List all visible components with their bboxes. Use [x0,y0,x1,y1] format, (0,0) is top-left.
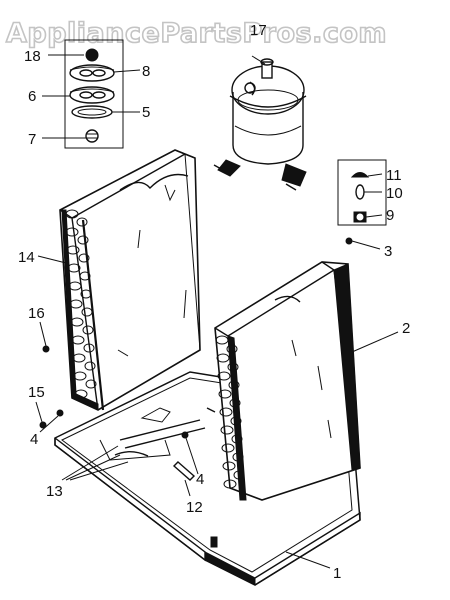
part-8-grommet [69,64,115,82]
callout-7: 7 [28,131,36,148]
part-11-cap [350,172,370,178]
watermark-text: AppliancePartsPros.com [6,18,387,49]
compressor [213,58,307,191]
callout-13: 13 [46,483,63,500]
callout-3: 3 [384,243,392,260]
callout-11: 11 [386,167,402,184]
part-16-screw [42,345,50,353]
callout-9: 9 [386,207,394,224]
callout-14: 14 [18,249,35,266]
callout-10: 10 [386,185,403,202]
callout-4-right: 4 [196,471,204,488]
small-parts-card [64,39,124,149]
callout-2: 2 [402,320,410,337]
callout-4-left: 4 [30,431,38,448]
callout-8: 8 [142,63,150,80]
callouts: 18 8 6 5 7 17 11 10 9 3 14 16 2 15 4 4 1… [18,22,410,582]
callout-5: 5 [142,104,150,121]
terminal-parts-card [337,159,387,226]
callout-6: 6 [28,88,36,105]
part-7-nut [85,129,99,143]
part-18-plug [85,48,99,62]
left-coil [59,149,201,411]
part-10-spring [355,184,365,200]
callout-1: 1 [333,565,341,582]
part-5-gasket [71,105,113,119]
right-coil [214,261,361,501]
callout-12: 12 [186,499,203,516]
part-4-screw-right [181,431,189,439]
leader-lines [35,54,399,569]
part-15-screw [39,421,47,429]
part-6-grommet [69,86,115,104]
hardware [39,237,353,481]
callout-18: 18 [24,48,41,65]
callout-15: 15 [28,384,45,401]
callout-17: 17 [250,22,267,39]
part-12-clip [172,461,196,481]
callout-16: 16 [28,305,45,322]
part-3-screw [345,237,353,245]
part-4-screw-left [56,409,64,417]
